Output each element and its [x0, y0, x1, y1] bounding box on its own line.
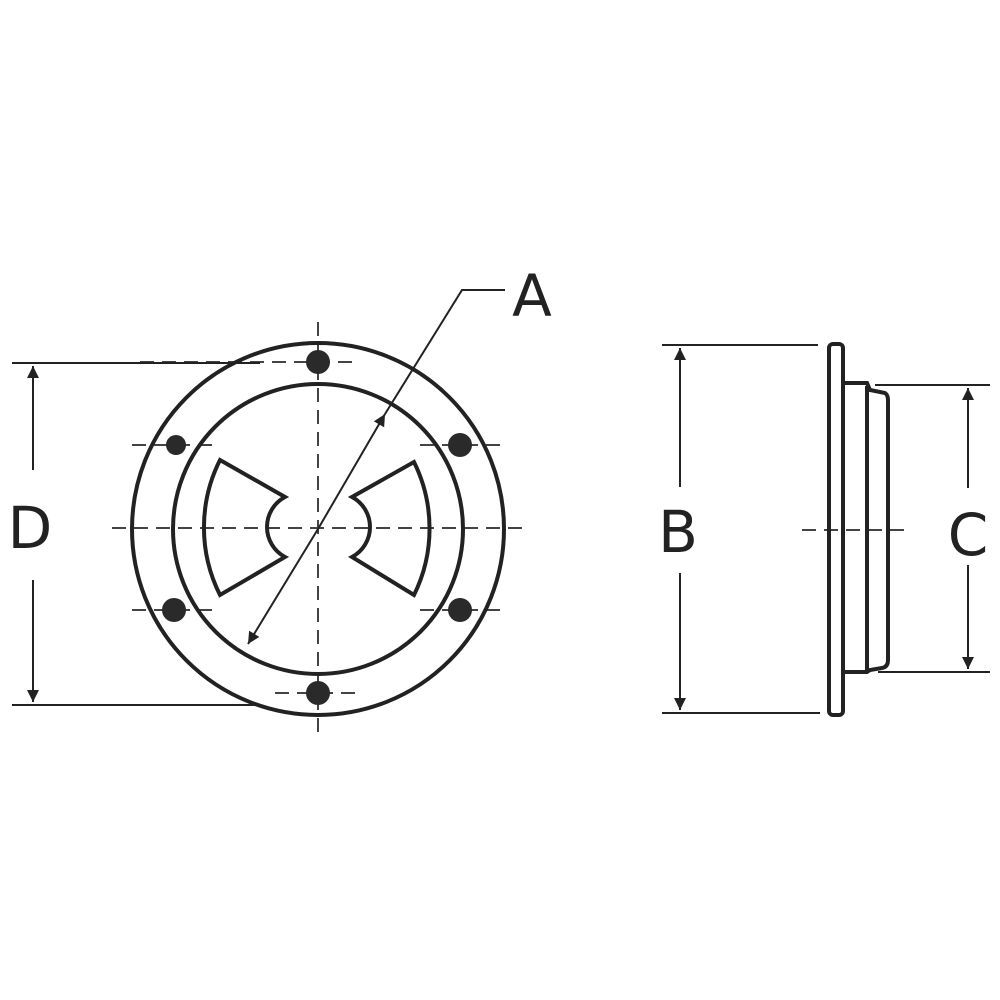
- dimension-c: [875, 384, 990, 673]
- flange-profile: [827, 342, 845, 717]
- dimension-a: [247, 289, 505, 645]
- inner-lid-circle: [171, 382, 465, 676]
- right-grip-cutout: [347, 459, 432, 598]
- screw-hole-icon: [448, 433, 472, 457]
- dimension-d: [12, 362, 260, 706]
- screw-hole-icon: [166, 435, 186, 455]
- label-b: B: [658, 498, 698, 566]
- dimension-b: [662, 344, 820, 714]
- front-view: [12, 289, 524, 735]
- screw-hole-icon: [306, 681, 330, 705]
- label-a: A: [512, 262, 552, 330]
- outer-flange-circle: [130, 341, 506, 717]
- lid-body-profile: [843, 381, 890, 674]
- label-d: D: [8, 494, 53, 562]
- screw-hole-icon: [448, 598, 472, 622]
- side-view: [662, 342, 990, 717]
- screw-holes: [162, 350, 472, 705]
- screw-hole-icon: [162, 598, 186, 622]
- left-grip-cutout: [201, 457, 290, 598]
- label-c: C: [948, 501, 989, 569]
- screw-hole-icon: [306, 350, 330, 374]
